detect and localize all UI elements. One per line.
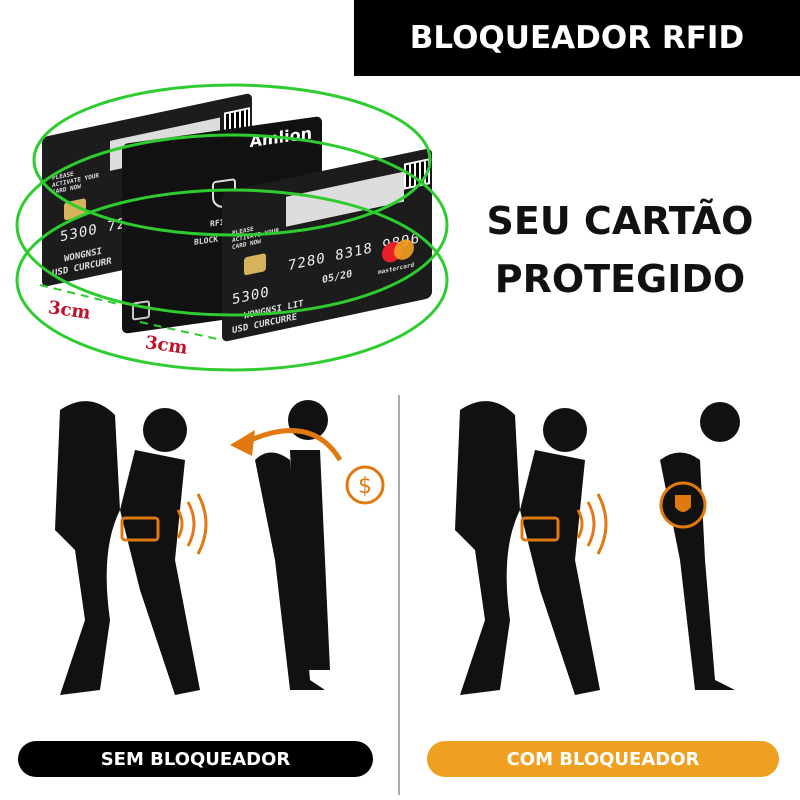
svg-text:$: $: [358, 474, 372, 499]
hiker-silhouette: [455, 401, 520, 695]
headline-line-2: PROTEGIDO: [494, 257, 746, 301]
steal-arrow-icon: [238, 428, 343, 462]
right-scene: [455, 401, 740, 695]
scenario-illustration: $: [55, 400, 740, 695]
without-blocker-label: SEM BLOQUEADOR: [18, 741, 373, 777]
ring-bottom: [15, 188, 449, 372]
divider: [398, 395, 400, 795]
signal-waves-icon: [576, 493, 608, 555]
headline: SEU CARTÃO PROTEGIDO: [470, 192, 770, 308]
rfid-field-rings: [15, 83, 449, 372]
thief-silhouette: [255, 452, 325, 690]
card-icon: [120, 516, 160, 542]
hiker-silhouette: [55, 401, 120, 695]
title-banner: BLOQUEADOR RFID: [354, 0, 800, 76]
ring-top: [32, 83, 432, 237]
with-blocker-label: COM BLOQUEADOR: [427, 741, 779, 777]
left-scene: [55, 400, 330, 695]
headline-line-1: SEU CARTÃO: [486, 199, 754, 243]
card-icon: [520, 516, 560, 542]
dollar-coin-icon: [345, 465, 385, 505]
ring-middle: [15, 133, 449, 317]
signal-waves-icon: [176, 493, 208, 555]
